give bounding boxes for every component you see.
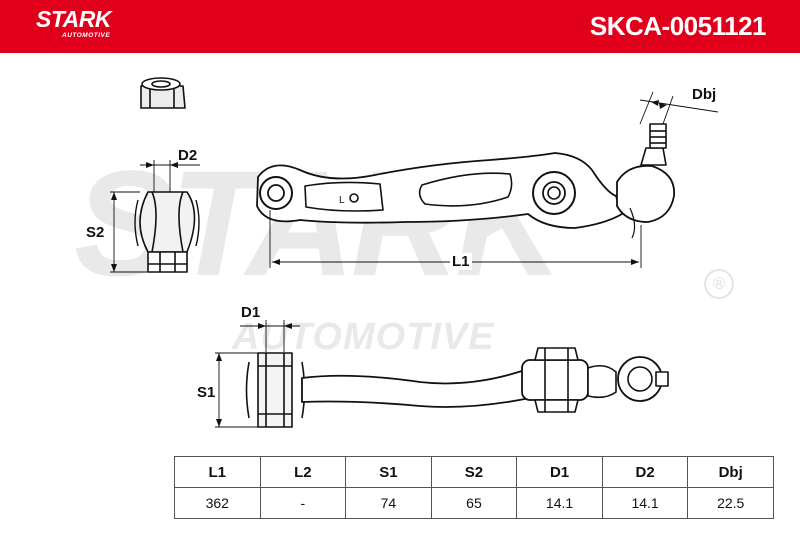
brand-subtitle: AUTOMOTIVE bbox=[62, 32, 111, 39]
dim-label-s1: S1 bbox=[197, 384, 216, 401]
brand-logo: STARK AUTOMOTIVE bbox=[36, 6, 136, 46]
dim-label-dbj: Dbj bbox=[692, 86, 717, 103]
spec-header-d2: D2 bbox=[601, 456, 689, 488]
dim-label-d1: D1 bbox=[241, 304, 261, 321]
spec-header-l1: L1 bbox=[174, 456, 261, 488]
header-bar: STARK AUTOMOTIVE SKCA-0051121 bbox=[0, 0, 800, 53]
dim-label-l1: L1 bbox=[450, 253, 472, 270]
nut-icon bbox=[140, 77, 186, 109]
spec-table-header-row: L1 L2 S1 S2 D1 D2 Dbj bbox=[174, 456, 774, 488]
dim-label-d2: D2 bbox=[178, 147, 198, 164]
spec-value-l2: - bbox=[259, 487, 347, 519]
control-arm-top-view: L bbox=[256, 123, 675, 239]
watermark-subtitle: AUTOMOTIVE bbox=[232, 316, 495, 358]
part-number: SKCA-0051121 bbox=[589, 11, 767, 41]
spec-value-dbj: 22.5 bbox=[687, 487, 774, 519]
spec-value-d2: 14.1 bbox=[601, 487, 689, 519]
registered-mark: ® bbox=[704, 269, 734, 299]
dimension-arrows bbox=[111, 100, 667, 427]
spec-value-s1: 74 bbox=[345, 487, 432, 519]
spec-value-l1: 362 bbox=[174, 487, 261, 519]
spec-header-s2: S2 bbox=[430, 456, 518, 488]
spec-value-d1: 14.1 bbox=[516, 487, 603, 519]
spec-header-l2: L2 bbox=[259, 456, 347, 488]
brand-name: STARK bbox=[36, 6, 112, 32]
bushing-side-view bbox=[134, 191, 200, 273]
spec-header-s1: S1 bbox=[345, 456, 432, 488]
spec-value-s2: 65 bbox=[430, 487, 518, 519]
svg-text:L: L bbox=[339, 195, 345, 206]
dim-label-s2: S2 bbox=[86, 224, 105, 241]
spec-table: L1 L2 S1 S2 D1 D2 Dbj 362 - 74 65 14.1 1… bbox=[174, 456, 774, 519]
spec-header-dbj: Dbj bbox=[687, 456, 774, 488]
spec-header-d1: D1 bbox=[516, 456, 603, 488]
control-arm-side-view bbox=[245, 347, 669, 428]
spec-table-value-row: 362 - 74 65 14.1 14.1 22.5 bbox=[174, 487, 774, 519]
